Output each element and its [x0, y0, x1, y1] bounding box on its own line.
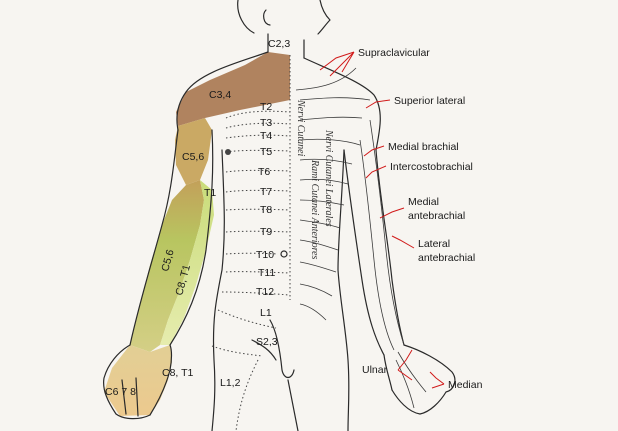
vertical-labels: Nervi Cutanei Nervi Cutanei Laterales Ra… — [295, 99, 334, 260]
segment-c56: C5,6 — [182, 151, 204, 163]
arm-zone — [130, 180, 204, 352]
ulnar-side-zone — [160, 180, 214, 345]
segment-t10: T10 — [256, 249, 274, 261]
vertical-label-3: Rami Cutanei Anteriores — [309, 159, 320, 260]
hand-zone — [104, 345, 172, 416]
segment-t11: T11 — [258, 267, 275, 279]
segment-t7: T7 — [260, 186, 272, 198]
segment-t3: T3 — [260, 117, 272, 129]
segment-t8: T8 — [260, 204, 272, 216]
nerve-label-median: Median — [448, 379, 483, 391]
segment-t4: T4 — [260, 130, 272, 142]
c34-zone — [176, 52, 290, 126]
nerve-label-superior-lateral: Superior lateral — [394, 95, 465, 107]
nerve-label-medial-brachial: Medial brachial — [388, 141, 459, 153]
segment-c678: C6 7 8 — [105, 386, 136, 398]
nerve-label-medial-antebrachial-2: antebrachial — [408, 210, 465, 222]
dermatome-boundaries — [211, 55, 291, 431]
nerve-label-medial-antebrachial-1: Medial — [408, 196, 439, 208]
segment-c23: C2,3 — [268, 38, 290, 50]
segment-c8t1-hand: C8, T1 — [162, 367, 193, 379]
nerve-label-intercostobrachial: Intercostobrachial — [390, 161, 473, 173]
segment-t9: T9 — [260, 226, 272, 238]
nerve-label-supraclavicular: Supraclavicular — [358, 47, 430, 59]
nerve-branches — [295, 67, 427, 409]
c56-zone — [175, 118, 212, 185]
vertical-label-2: Nervi Cutanei Laterales — [323, 129, 334, 227]
segment-t6: T6 — [258, 166, 270, 178]
segment-l1: L1 — [260, 307, 272, 319]
body-outline — [103, 0, 456, 431]
segment-c34: C3,4 — [209, 89, 231, 101]
segment-t5: T5 — [260, 146, 272, 158]
segment-t2: T2 — [260, 101, 272, 113]
nerve-label-ulnar: Ulnar — [362, 364, 388, 376]
segment-t12: T12 — [256, 286, 274, 298]
vertical-label-1: Nervi Cutanei — [295, 99, 306, 157]
nerve-labels: Supraclavicular Superior lateral Medial … — [358, 47, 483, 391]
segment-l12: L1,2 — [220, 377, 241, 389]
segment-c56-arm: C5,6 — [159, 248, 176, 273]
segment-labels: C2,3 C3,4 C5,6 T1 C5,6 C8, T1 C8, T1 C6 … — [105, 38, 290, 398]
segment-s23: S2,3 — [256, 336, 278, 348]
leader-lines — [319, 51, 445, 389]
segment-t1: T1 — [204, 187, 216, 199]
nerve-label-lateral-antebrachial-2: antebrachial — [418, 252, 475, 264]
nerve-label-lateral-antebrachial-1: Lateral — [418, 238, 450, 250]
